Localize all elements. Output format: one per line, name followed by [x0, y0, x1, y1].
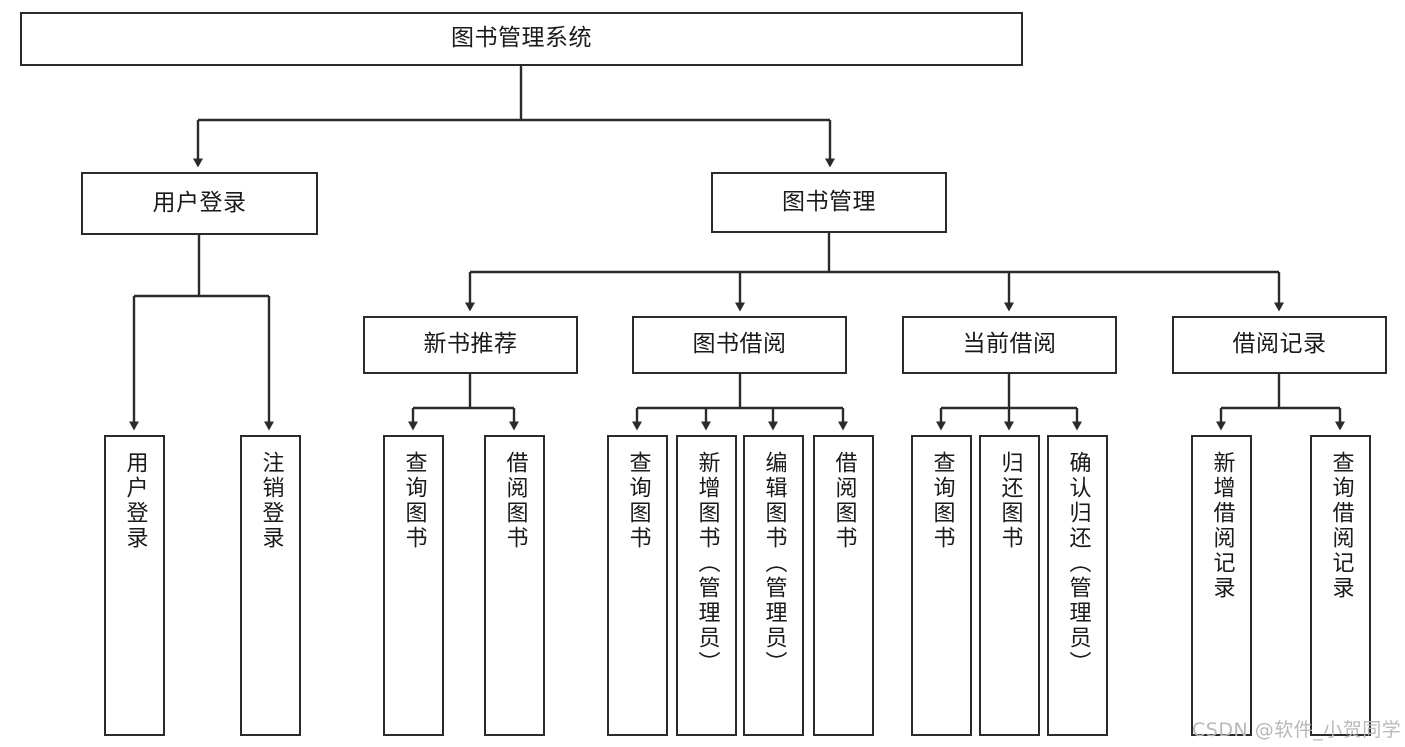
node-leaf-add-book-label: 新增图书（管理员） — [694, 451, 720, 676]
node-leaf-query-book-2-label: 查询图书 — [625, 451, 651, 551]
node-root[interactable]: 图书管理系统 — [20, 12, 1023, 66]
node-leaf-add-book[interactable]: 新增图书（管理员） — [676, 435, 737, 736]
node-leaf-query-book-1-label: 查询图书 — [401, 451, 427, 551]
node-leaf-user-login[interactable]: 用户登录 — [104, 435, 165, 736]
node-leaf-query-book-1[interactable]: 查询图书 — [383, 435, 444, 736]
node-leaf-return-book-label: 归还图书 — [997, 451, 1023, 551]
node-new-book-recommend-label: 新书推荐 — [423, 331, 518, 358]
node-leaf-user-login-label: 用户登录 — [122, 451, 148, 551]
node-borrow-record[interactable]: 借阅记录 — [1172, 316, 1387, 374]
node-leaf-confirm-return-label: 确认归还（管理员） — [1065, 451, 1091, 676]
node-leaf-borrow-book-2[interactable]: 借阅图书 — [813, 435, 874, 736]
node-leaf-return-book[interactable]: 归还图书 — [979, 435, 1040, 736]
node-leaf-logout-login[interactable]: 注销登录 — [240, 435, 301, 736]
node-leaf-logout-login-label: 注销登录 — [258, 451, 284, 551]
node-book-borrow[interactable]: 图书借阅 — [632, 316, 847, 374]
node-user-login[interactable]: 用户登录 — [81, 172, 318, 235]
node-leaf-query-record[interactable]: 查询借阅记录 — [1310, 435, 1371, 736]
node-current-borrow-label: 当前借阅 — [962, 331, 1057, 358]
node-leaf-borrow-book-1-label: 借阅图书 — [502, 451, 528, 551]
node-leaf-confirm-return[interactable]: 确认归还（管理员） — [1047, 435, 1108, 736]
node-root-label: 图书管理系统 — [451, 25, 592, 52]
node-leaf-query-record-label: 查询借阅记录 — [1328, 451, 1354, 601]
node-new-book-recommend[interactable]: 新书推荐 — [363, 316, 578, 374]
node-borrow-record-label: 借阅记录 — [1232, 331, 1327, 358]
node-leaf-query-book-3[interactable]: 查询图书 — [911, 435, 972, 736]
node-current-borrow[interactable]: 当前借阅 — [902, 316, 1117, 374]
node-leaf-borrow-book-1[interactable]: 借阅图书 — [484, 435, 545, 736]
node-book-mgmt[interactable]: 图书管理 — [711, 172, 947, 233]
node-user-login-label: 用户登录 — [152, 189, 247, 216]
node-leaf-add-record-label: 新增借阅记录 — [1209, 451, 1235, 601]
node-book-mgmt-label: 图书管理 — [782, 188, 876, 215]
node-leaf-query-book-3-label: 查询图书 — [929, 451, 955, 551]
csdn-watermark: CSDN @软件_小贺同学 — [1192, 719, 1402, 741]
node-leaf-add-record[interactable]: 新增借阅记录 — [1191, 435, 1252, 736]
node-leaf-query-book-2[interactable]: 查询图书 — [607, 435, 668, 736]
node-leaf-edit-book-label: 编辑图书（管理员） — [761, 451, 787, 676]
node-leaf-borrow-book-2-label: 借阅图书 — [831, 451, 857, 551]
node-book-borrow-label: 图书借阅 — [692, 331, 787, 358]
node-leaf-edit-book[interactable]: 编辑图书（管理员） — [743, 435, 804, 736]
